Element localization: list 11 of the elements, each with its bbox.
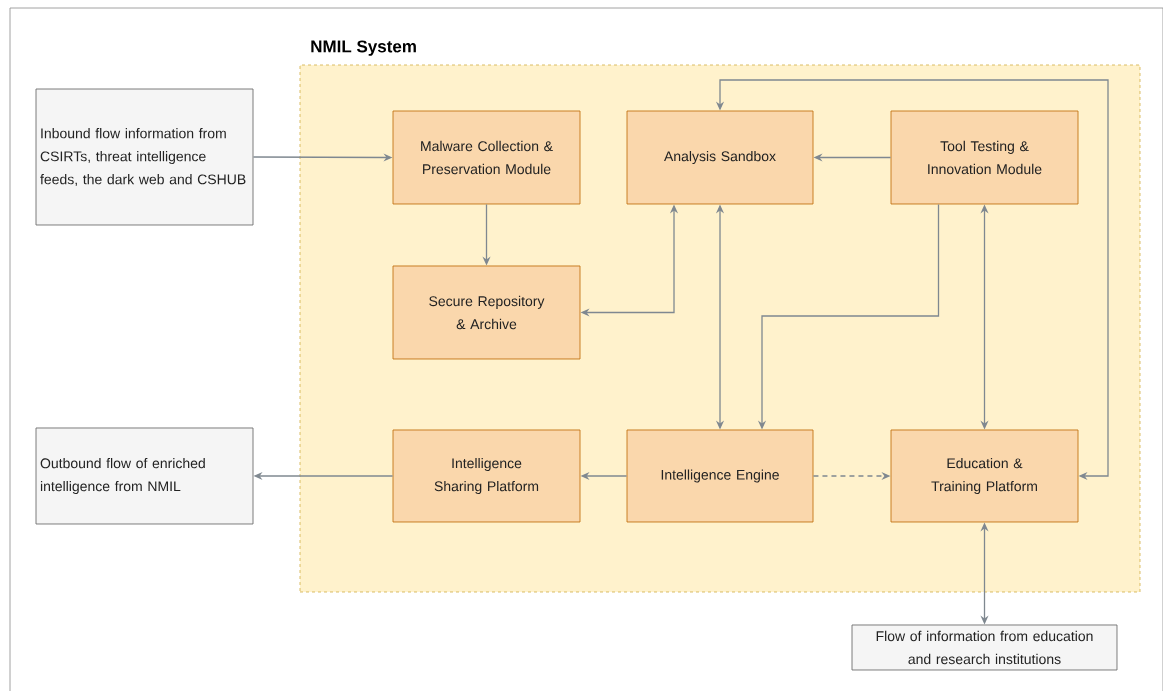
process-box: Intelligence Sharing Platform xyxy=(392,429,581,523)
external-box: Outbound flow of enriched intelligence from NMIL xyxy=(35,427,254,525)
process-box: Tool Testing & Innovation Module xyxy=(890,110,1079,205)
group-heading: NMIL System xyxy=(311,40,416,56)
process-box: Intelligence Engine xyxy=(626,429,814,523)
process-box: Education & Training Platform xyxy=(890,429,1079,523)
process-box: Analysis Sandbox xyxy=(626,110,814,205)
external-box: Inbound flow information from CSIRTs, threat intelligence feeds, the dark web and CSHUB xyxy=(35,88,254,226)
external-box: Flow of information from education and research institutions xyxy=(851,624,1118,671)
process-box: Malware Collection & Preservation Module xyxy=(392,110,581,205)
process-box: Secure Repository & Archive xyxy=(392,265,581,360)
